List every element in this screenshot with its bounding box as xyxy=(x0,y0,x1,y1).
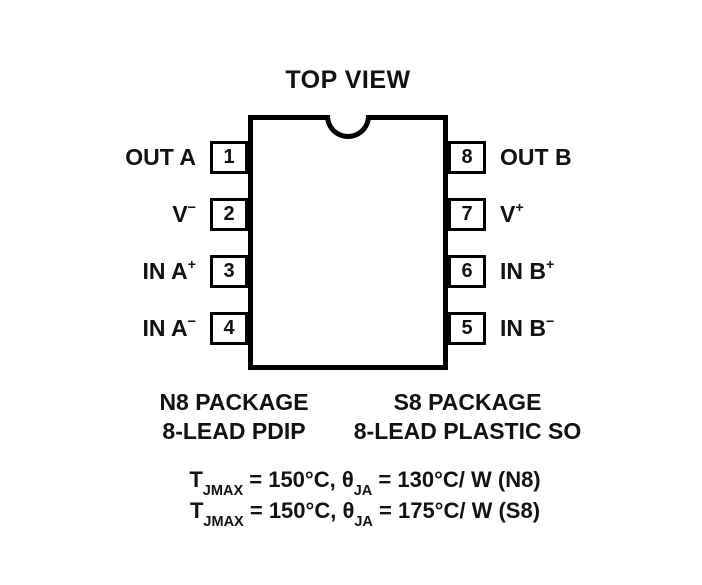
pin-7-label-sup: + xyxy=(515,199,524,216)
thermal-s8-t: T xyxy=(189,498,204,523)
thermal-n8-thetasub: JA xyxy=(353,482,373,499)
thermal-n8-end: = 130°C/ W (N8) xyxy=(372,467,541,492)
pin-2-box: 2 xyxy=(210,198,248,231)
package-info-n8: N8 PACKAGE 8-LEAD PDIP xyxy=(138,388,330,446)
pin-1-box: 1 xyxy=(210,141,248,174)
pin-6-label: IN B+ xyxy=(500,255,680,288)
thermal-n8-t: T xyxy=(189,467,203,492)
pin-5-box: 5 xyxy=(448,312,486,345)
package-n8-name: N8 PACKAGE xyxy=(159,389,309,415)
pin-8-label: OUT B xyxy=(500,141,680,174)
pin-8-label-text: OUT B xyxy=(500,144,572,170)
pin-4-number: 4 xyxy=(223,317,235,339)
package-s8-name: S8 PACKAGE xyxy=(393,389,542,415)
pin-6-box: 6 xyxy=(448,255,486,288)
pin-3-label: IN A+ xyxy=(40,255,196,288)
pin-1-number: 1 xyxy=(223,146,235,168)
pin-3-label-sup: + xyxy=(187,256,196,273)
pin-8-number: 8 xyxy=(461,146,473,168)
pin-5-label: IN B− xyxy=(500,312,680,345)
pin-2-label-text: V xyxy=(172,201,188,227)
pin-7-number: 7 xyxy=(461,203,473,225)
pin-3-number: 3 xyxy=(223,260,235,282)
pin-6-label-text: IN B xyxy=(500,258,546,284)
pin-1-label-text: OUT A xyxy=(125,144,196,170)
pin-5-label-text: IN B xyxy=(500,315,546,341)
pin-2-label: V− xyxy=(40,198,196,231)
pin-4-box: 4 xyxy=(210,312,248,345)
package-s8-type: 8-LEAD PLASTIC SO xyxy=(353,418,582,444)
pin-7-label-text: V xyxy=(500,201,516,227)
pin-6-label-sup: + xyxy=(546,256,555,273)
top-view-title: TOP VIEW xyxy=(285,66,411,94)
pin-7-box: 7 xyxy=(448,198,486,231)
pin-2-number: 2 xyxy=(223,203,235,225)
thermal-s8-thetasub: JA xyxy=(354,513,373,530)
thermal-s8-tsub: JMAX xyxy=(203,513,244,530)
thermal-s8-end: = 175°C/ W (S8) xyxy=(372,498,541,523)
pin-3-box: 3 xyxy=(210,255,248,288)
pin-1-label: OUT A xyxy=(40,141,196,174)
pin-5-label-sup: − xyxy=(546,313,555,330)
pin-8-box: 8 xyxy=(448,141,486,174)
pin-5-number: 5 xyxy=(461,317,473,339)
thermal-n8-mid: = 150°C, θ xyxy=(243,467,354,492)
pin-6-number: 6 xyxy=(461,260,473,282)
orientation-notch-icon xyxy=(325,115,371,139)
pin-2-label-sup: − xyxy=(187,199,196,216)
pin-7-label: V+ xyxy=(500,198,680,231)
thermal-note-s8: TJMAX = 150°C, θJA = 175°C/ W (S8) xyxy=(28,495,702,529)
thermal-s8-mid: = 150°C, θ xyxy=(243,498,355,523)
pin-4-label-text: IN A xyxy=(142,315,188,341)
thermal-n8-tsub: JMAX xyxy=(202,482,244,499)
pin-4-label: IN A− xyxy=(40,312,196,345)
pin-3-label-text: IN A xyxy=(142,258,188,284)
package-n8-type: 8-LEAD PDIP xyxy=(162,418,306,444)
thermal-note-n8: TJMAX = 150°C, θJA = 130°C/ W (N8) xyxy=(28,464,702,498)
package-info-s8: S8 PACKAGE 8-LEAD PLASTIC SO xyxy=(335,388,600,446)
pin-4-label-sup: − xyxy=(187,313,196,330)
ic-package-body xyxy=(248,115,448,370)
thermal-notes: TJMAX = 150°C, θJA = 130°C/ W (N8) TJMAX… xyxy=(28,464,702,529)
